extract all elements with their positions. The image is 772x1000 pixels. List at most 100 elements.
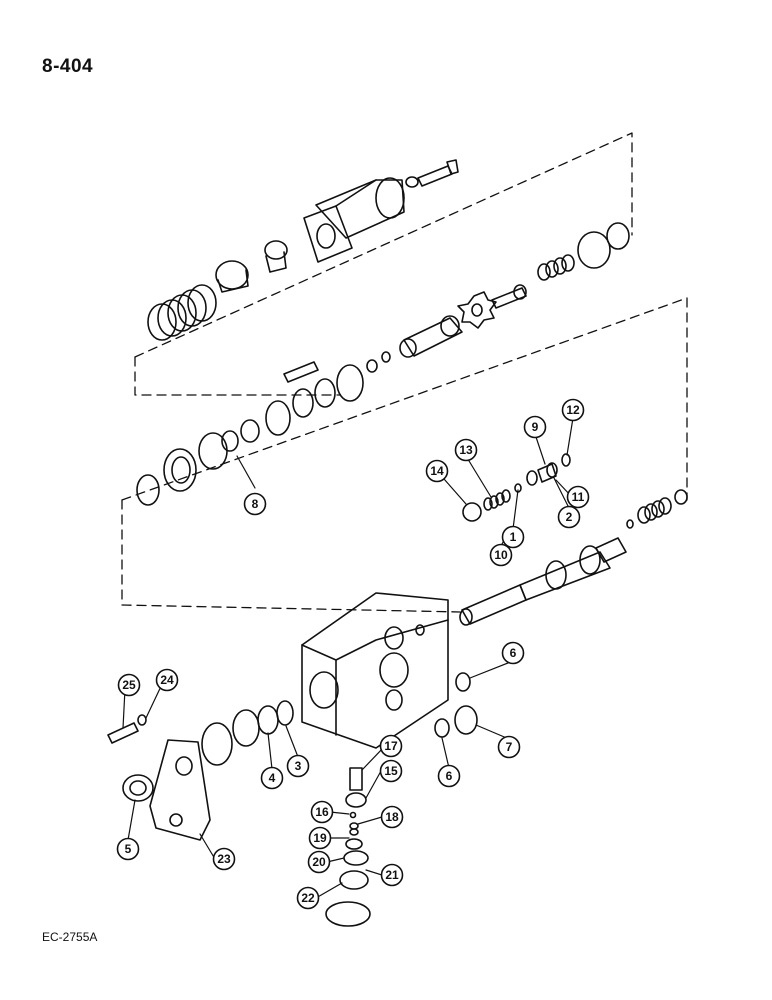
callout-circle bbox=[380, 805, 404, 829]
callout-circle bbox=[116, 837, 140, 861]
callout-label: 6 bbox=[446, 769, 453, 783]
bolt-top bbox=[405, 159, 459, 188]
callout-label: 18 bbox=[385, 810, 399, 824]
callout-c25: 25 bbox=[117, 673, 141, 697]
callout-label: 24 bbox=[160, 673, 174, 687]
key-pin bbox=[283, 361, 319, 383]
callout-label: 13 bbox=[459, 443, 473, 457]
callout-circle bbox=[566, 485, 590, 509]
small-spring-right bbox=[537, 254, 575, 281]
callout-c23: 23 bbox=[212, 847, 236, 871]
callout-c6b: 6 bbox=[437, 764, 461, 788]
spring-seat-upper bbox=[215, 240, 288, 293]
callout-label: 6 bbox=[510, 646, 517, 660]
small-rings-upper bbox=[366, 351, 391, 373]
callout-c22: 22 bbox=[296, 886, 320, 910]
callout-circle bbox=[380, 863, 404, 887]
callout-c17: 17 bbox=[379, 734, 403, 758]
callout-circle bbox=[379, 759, 403, 783]
callout-c15: 15 bbox=[379, 759, 403, 783]
callout-circle bbox=[557, 505, 581, 529]
large-coil-spring bbox=[147, 284, 217, 341]
callout-label: 16 bbox=[315, 805, 329, 819]
spool-upper bbox=[399, 315, 463, 358]
callout-c7: 7 bbox=[497, 735, 521, 759]
callout-label: 19 bbox=[313, 831, 327, 845]
callout-label: 9 bbox=[532, 420, 539, 434]
callout-circle bbox=[561, 398, 585, 422]
callout-c24: 24 bbox=[155, 668, 179, 692]
callout-c18: 18 bbox=[380, 805, 404, 829]
callout-label: 4 bbox=[269, 771, 276, 785]
callout-c20: 20 bbox=[307, 850, 331, 874]
callout-c10: 10 bbox=[489, 543, 513, 567]
callout-c1: 1 bbox=[501, 525, 525, 549]
callout-label: 3 bbox=[295, 759, 302, 773]
page-number: 8-404 bbox=[42, 56, 94, 77]
callout-circle bbox=[308, 826, 332, 850]
seat-cap-right bbox=[577, 222, 630, 269]
callout-leaders bbox=[122, 417, 574, 899]
callout-label: 8 bbox=[252, 497, 259, 511]
assembly-guide-lines bbox=[121, 132, 688, 613]
callout-balloons: 1234566789101112131415161718192021222324… bbox=[116, 398, 590, 910]
o-rings-right bbox=[434, 672, 478, 738]
callout-c11: 11 bbox=[566, 485, 590, 509]
callout-label: 12 bbox=[566, 403, 580, 417]
callout-c19: 19 bbox=[308, 826, 332, 850]
callout-circle bbox=[260, 766, 284, 790]
spool-lower bbox=[459, 489, 688, 626]
callout-c13: 13 bbox=[454, 438, 478, 462]
callout-circle bbox=[437, 764, 461, 788]
callout-label: 14 bbox=[430, 464, 444, 478]
callout-c8: 8 bbox=[243, 492, 267, 516]
screw-bracket bbox=[107, 714, 147, 744]
callout-c6a: 6 bbox=[501, 641, 525, 665]
callout-label: 10 bbox=[494, 548, 508, 562]
star-washer bbox=[457, 291, 497, 329]
callout-c16: 16 bbox=[310, 800, 334, 824]
callout-circle bbox=[501, 525, 525, 549]
callout-circle bbox=[243, 492, 267, 516]
callout-c12: 12 bbox=[561, 398, 585, 422]
cylinder-housing bbox=[303, 177, 405, 263]
callout-circle bbox=[454, 438, 478, 462]
callout-c14: 14 bbox=[425, 459, 449, 483]
callout-circle bbox=[296, 886, 320, 910]
callout-circle bbox=[425, 459, 449, 483]
callout-label: 25 bbox=[122, 678, 136, 692]
callout-circle bbox=[489, 543, 513, 567]
callout-label: 20 bbox=[312, 855, 326, 869]
callout-circle bbox=[379, 734, 403, 758]
callout-c21: 21 bbox=[380, 863, 404, 887]
callout-circle bbox=[155, 668, 179, 692]
mounting-bracket bbox=[149, 739, 211, 841]
callout-label: 7 bbox=[506, 740, 513, 754]
callout-circle bbox=[286, 754, 310, 778]
callout-circle bbox=[497, 735, 521, 759]
callout-c4: 4 bbox=[260, 766, 284, 790]
callout-label: 17 bbox=[384, 739, 398, 753]
callout-label: 1 bbox=[510, 530, 517, 544]
seal-cap bbox=[122, 774, 154, 802]
valve-body bbox=[301, 592, 449, 749]
callout-label: 23 bbox=[217, 852, 231, 866]
ring-stack-lower bbox=[201, 700, 294, 766]
callout-circle bbox=[212, 847, 236, 871]
callout-c3: 3 bbox=[286, 754, 310, 778]
callout-label: 2 bbox=[566, 510, 573, 524]
poppet-pin bbox=[491, 284, 527, 309]
callout-c9: 9 bbox=[523, 415, 547, 439]
callout-circle bbox=[523, 415, 547, 439]
callout-circle bbox=[307, 850, 331, 874]
callout-label: 22 bbox=[301, 891, 315, 905]
callout-circle bbox=[117, 673, 141, 697]
callout-label: 5 bbox=[125, 842, 132, 856]
callout-c5: 5 bbox=[116, 837, 140, 861]
callout-label: 11 bbox=[572, 490, 585, 504]
callout-label: 21 bbox=[385, 868, 399, 882]
detent-ball bbox=[462, 502, 482, 522]
figure-code: EC-2755A bbox=[42, 930, 98, 944]
